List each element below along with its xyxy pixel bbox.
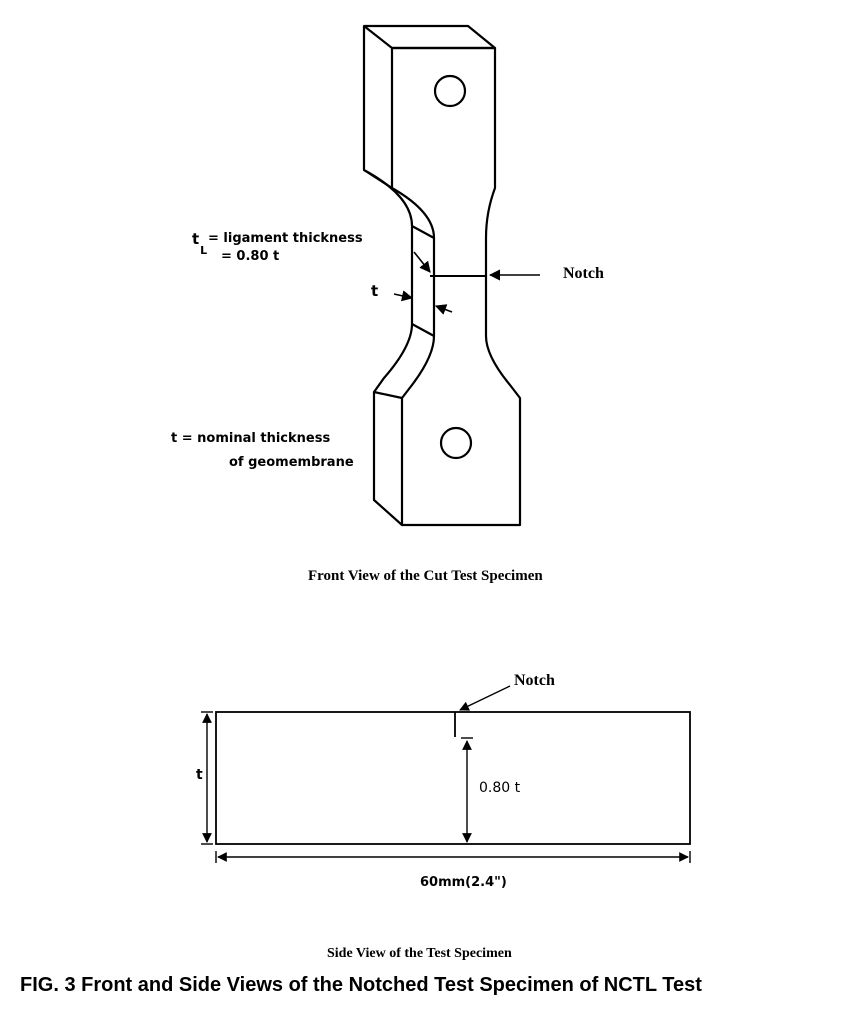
side-view-caption: Side View of the Test Specimen: [327, 946, 512, 961]
specimen-front-face: [390, 46, 522, 527]
thickness-arrow-left: [393, 290, 414, 302]
front-thickness-label: t: [371, 282, 379, 300]
front-notch-label: Notch: [563, 265, 604, 282]
nominal-thickness-label-line2: of geomembrane: [229, 455, 354, 470]
ligament-subscript: L: [200, 244, 208, 257]
ligament-symbol: t: [192, 230, 200, 248]
side-notch-arrow: [459, 685, 511, 711]
figure-caption: FIG. 3 Front and Side Views of the Notch…: [20, 974, 702, 996]
side-notch-label: Notch: [514, 672, 555, 689]
side-view-rectangle: [215, 711, 691, 845]
side-view-specimen: [215, 711, 691, 845]
specimen-top-face: [362, 24, 497, 50]
top-left-edge: [363, 169, 393, 189]
top-hole: [433, 74, 467, 108]
front-view-arrows: [393, 251, 540, 315]
side-length-label: 60mm(2.4"): [420, 875, 507, 890]
thickness-arrow-right: [434, 304, 453, 315]
ligament-label-line2: = 0.80 t: [221, 249, 280, 264]
ligament-label-line1: = ligament thickness: [208, 231, 363, 246]
nominal-thickness-label-line1: t = nominal thickness: [171, 431, 331, 446]
front-view-specimen: [362, 24, 522, 527]
ligament-side-edge-lower: [411, 323, 435, 337]
bottom-left-edge: [373, 390, 403, 400]
bottom-hole: [439, 426, 473, 460]
ligament-arrow: [413, 251, 431, 273]
side-ligament-dim-label: 0.80 t: [479, 780, 521, 796]
ligament-thickness-label: tL = ligament thickness = 0.80 t: [192, 230, 363, 264]
specimen-side-face: [362, 26, 414, 526]
ligament-side-edge: [411, 225, 435, 239]
side-view-dimensions: [201, 685, 691, 863]
front-view-caption: Front View of the Cut Test Specimen: [308, 568, 543, 584]
side-thickness-label: t: [196, 767, 203, 783]
